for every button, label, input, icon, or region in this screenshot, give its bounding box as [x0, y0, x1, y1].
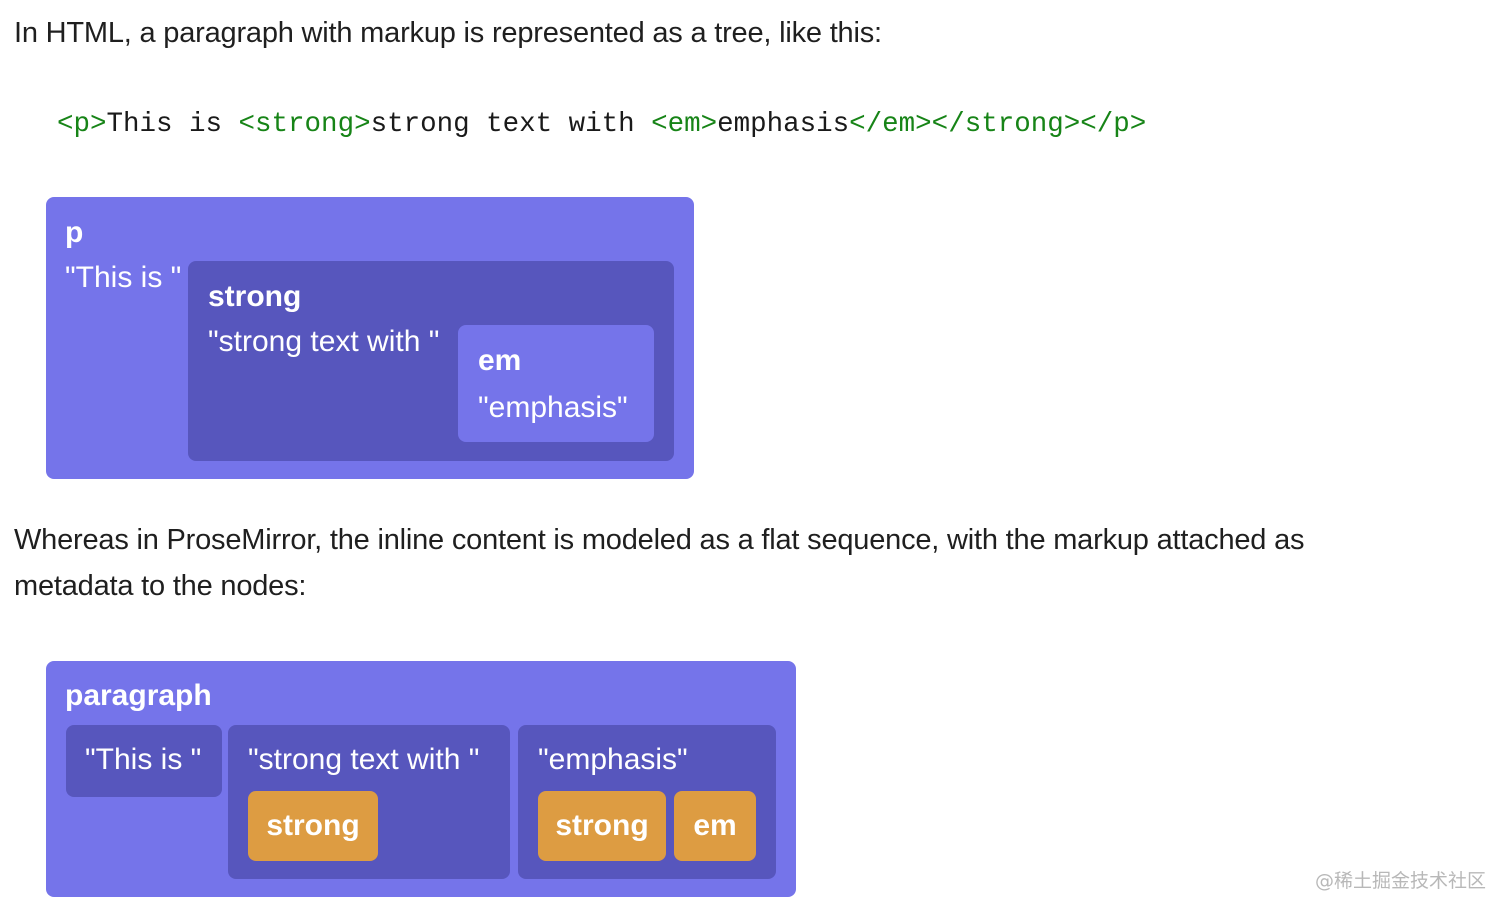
- code-tag: <strong>: [238, 109, 371, 140]
- code-example: <p>This is <strong>strong text with <em>…: [57, 108, 1146, 142]
- mark-strong: strong: [538, 791, 666, 861]
- mark-strong-label: strong: [266, 809, 360, 842]
- p-node-text: "This is ": [65, 261, 182, 294]
- mark-strong-label: strong: [555, 809, 649, 842]
- code-tag: </em></strong></p>: [849, 109, 1147, 140]
- mark-em: em: [674, 791, 756, 861]
- text-node-1-text: "This is ": [85, 743, 202, 776]
- strong-node-label: strong: [208, 280, 302, 313]
- em-node-text: "emphasis": [478, 391, 628, 424]
- intro-paragraph: In HTML, a paragraph with markup is repr…: [14, 17, 882, 49]
- em-node-label: em: [478, 344, 522, 377]
- text-node-3-text: "emphasis": [538, 743, 688, 776]
- code-text: emphasis: [717, 109, 850, 140]
- second-paragraph: Whereas in ProseMirror, the inline conte…: [14, 524, 1305, 602]
- flat-paragraph-node: paragraph "This is " "strong text with "…: [46, 661, 796, 897]
- p-node-label: p: [65, 216, 84, 249]
- strong-node-text: "strong text with ": [208, 325, 440, 358]
- mark-em-label: em: [693, 809, 737, 842]
- flat-text-node-3: "emphasis" strong em: [518, 725, 776, 879]
- tree-em-node: em "emphasis": [458, 325, 654, 442]
- code-tag: <em>: [651, 109, 718, 140]
- code-tag: <p>: [57, 109, 107, 140]
- text-node-2-text: "strong text with ": [248, 743, 480, 776]
- mark-strong: strong: [248, 791, 378, 861]
- tree-strong-node: strong "strong text with " em "emphasis": [188, 261, 674, 461]
- flat-text-node-2: "strong text with " strong: [228, 725, 510, 879]
- tree-p-node: p "This is " strong "strong text with " …: [46, 197, 694, 479]
- code-text: strong text with: [370, 109, 652, 140]
- watermark: @稀土掘金技术社区: [1314, 870, 1486, 892]
- code-text: This is: [106, 109, 239, 140]
- paragraph-node-label: paragraph: [65, 679, 212, 712]
- flat-text-node-1: "This is ": [66, 725, 222, 797]
